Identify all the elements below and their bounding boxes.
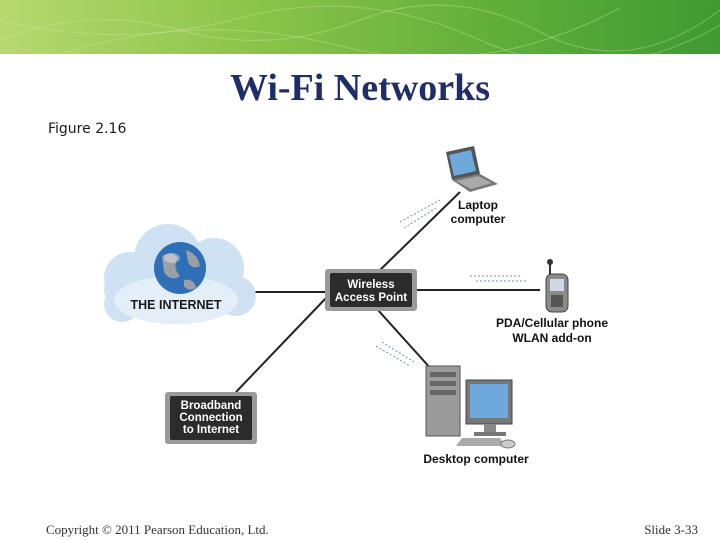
laptop-icon [446,146,498,192]
figure-label: Figure 2.16 [48,121,127,137]
access-point-line2: Access Point [335,292,407,304]
pda-label-line2: WLAN add-on [512,331,591,345]
link-laptop [377,191,461,273]
internet-label: THE INTERNET [131,298,222,312]
laptop-label-line2: computer [451,212,506,226]
phone-icon [545,259,569,313]
header-banner [0,0,720,54]
desktop-label: Desktop computer [423,452,529,466]
desktop-computer-icon [425,365,516,449]
access-point-line1: Wireless [347,279,394,291]
broadband-line3: to Internet [183,424,239,436]
signal-waves [375,199,526,367]
link-desktop [377,309,433,371]
link-broadband [235,297,327,393]
broadband-line2: Connection [179,412,242,424]
laptop-label-line1: Laptop [458,198,498,212]
access-point-box: Wireless Access Point [325,269,417,311]
globe-icon [154,242,206,294]
copyright-notice: Copyright © 2011 Pearson Education, Ltd. [46,522,269,537]
broadband-box: Broadband Connection to Internet [165,392,257,444]
slide-title: Wi-Fi Networks [230,67,490,109]
slide-number: Slide 3-33 [644,522,698,537]
pda-label-line1: PDA/Cellular phone [496,316,608,330]
banner-pattern [0,4,720,54]
broadband-line1: Broadband [181,400,242,412]
